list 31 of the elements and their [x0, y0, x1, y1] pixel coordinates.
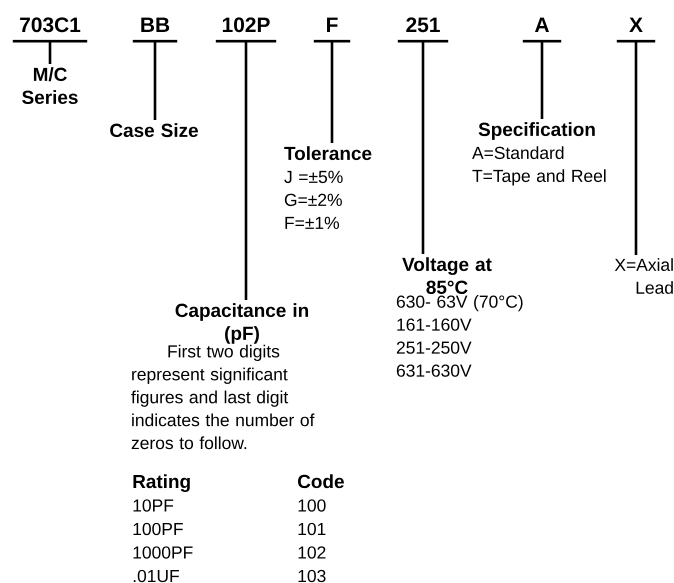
underlined-code: 251 [398, 17, 448, 42]
underlined-code: 703C1 [12, 17, 88, 42]
table-cell: 103 [298, 570, 326, 582]
description-text: Case Size [110, 123, 198, 138]
underlined-code: F [314, 18, 350, 42]
table-cell: .01UF [134, 570, 179, 582]
table-cell: 1000PF [134, 546, 193, 559]
connector-line [244, 41, 248, 300]
connector-line [540, 41, 544, 119]
description-text: Specification A=Standard T=Tape and Reel [472, 122, 606, 186]
underlined-code: X [616, 18, 656, 42]
description-text: Tolerance J =±5% G=±2% F=±1% [284, 146, 372, 229]
table-cell: 100 [298, 499, 326, 512]
connector-line [154, 41, 156, 120]
table-cell: 101 [298, 522, 326, 536]
underlined-code: A [522, 18, 562, 42]
table-cell: 100PF [134, 522, 183, 536]
description-text: Voltage at 85°C 630- 63V (70°C) 161-160V 251-250V 631-630V [396, 257, 523, 377]
connector-line [634, 41, 638, 255]
table-cell: 10PF [134, 499, 174, 512]
underlined-code: BB [132, 18, 178, 42]
description-text: M/C Series [22, 67, 78, 104]
description-text: Capacitance in (pF) First two digits represent significant figures and last digit indicates the number of zeros to follow. [131, 303, 314, 450]
connector-line [48, 41, 52, 64]
connector-line [422, 41, 424, 254]
description-text: X=Axial Lead [614, 258, 673, 294]
connector-line [330, 41, 334, 143]
table-header: Rating [133, 474, 190, 492]
table-cell: 102 [298, 546, 326, 559]
table-header: Code [298, 474, 344, 488]
underlined-code: 102P [216, 17, 276, 42]
